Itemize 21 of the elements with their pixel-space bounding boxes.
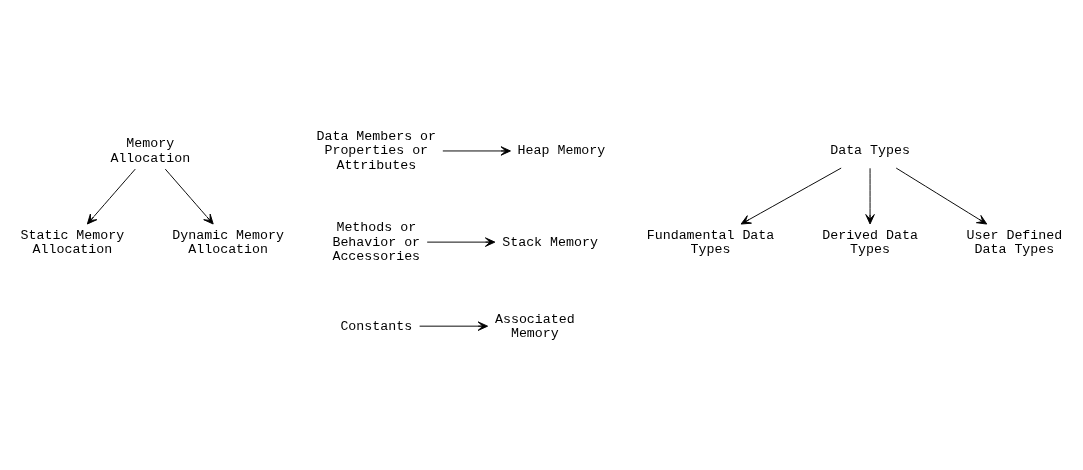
node-text: Dynamic Memory Allocation [172,227,284,257]
node-text: Data Types [830,143,910,159]
node-text: User Defined Data Types [966,227,1063,257]
node-text: Memory Allocation [110,136,191,166]
arrow [419,321,489,331]
arrow [86,168,136,225]
node-text: Constants [340,318,413,334]
node-text: Data Members or Properties or Attributes [316,129,437,173]
arrow [740,167,842,225]
node-text: Derived Data Types [822,227,918,257]
arrow [442,146,511,156]
arrow [895,167,988,225]
arrow [164,168,214,225]
node-text: Stack Memory [502,234,598,250]
arrow [426,237,496,247]
node-text: Associated Memory [495,311,575,341]
node-text: Methods or Behavior or Accessories [332,220,421,264]
node-text: Static Memory Allocation [20,227,125,257]
node-text: Fundamental Data Types [646,227,775,257]
arrow [865,167,875,225]
node-text: Heap Memory [517,143,606,159]
